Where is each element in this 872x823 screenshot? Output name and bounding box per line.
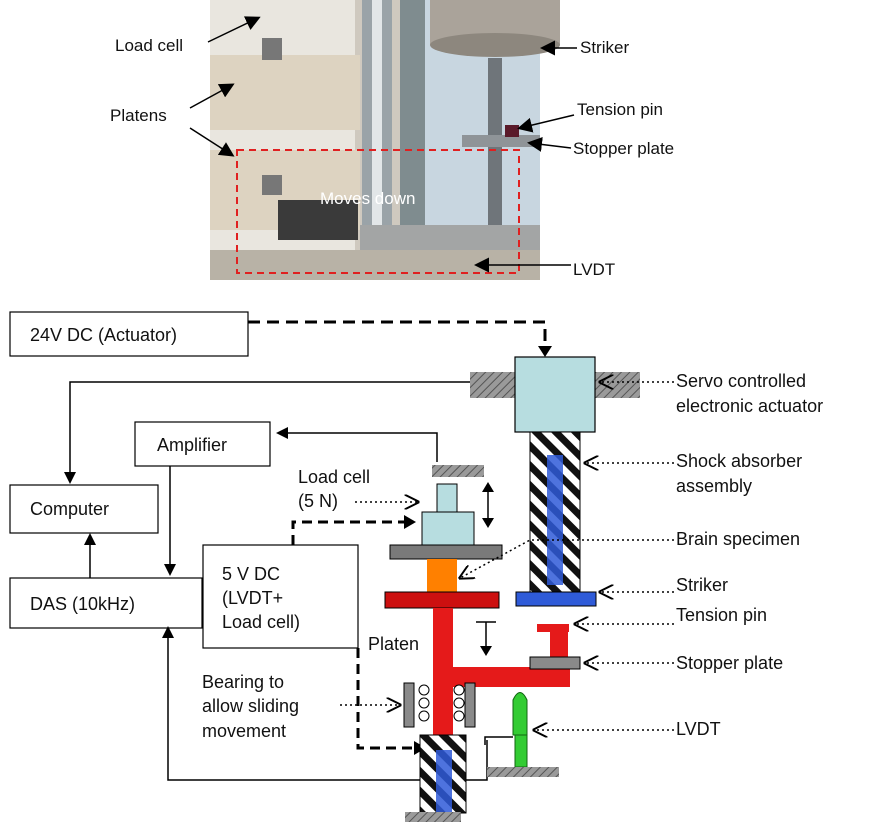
photo-arrow-stopper-plate [527, 137, 572, 152]
lvdt-to-das-link [167, 632, 488, 781]
striker [515, 591, 597, 607]
label-servo-line1: Servo controlled [676, 371, 806, 391]
platen-arm [453, 667, 570, 687]
computer-label: Computer [30, 499, 109, 519]
photo-arrow-platens-1 [189, 83, 235, 109]
tension-pin [537, 624, 569, 632]
label-bearing-line1: Bearing to [202, 672, 284, 692]
label-bearing-line3: movement [202, 721, 286, 741]
loadcell [421, 511, 475, 546]
stopper-plate [529, 656, 581, 670]
power-actuator-box [9, 311, 249, 357]
moves-down-dashed-box [236, 149, 520, 274]
das-label: DAS (10kHz) [30, 594, 135, 614]
power-actuator-link [248, 320, 547, 350]
power-sensors-line2: (LVDT+ [222, 588, 283, 608]
label-bearing-line2: allow sliding [202, 696, 299, 716]
lvdt-core [512, 692, 528, 736]
photo-label-striker: Striker [580, 38, 629, 57]
lvdt-base [487, 767, 559, 777]
label-loadcell-line2: (5 N) [298, 491, 338, 511]
photo-arrow-platens-2 [189, 127, 235, 157]
label-lvdt: LVDT [676, 719, 721, 739]
computer-box [9, 484, 159, 534]
loadcell-to-amplifier-link [282, 432, 438, 462]
platen-shaft [433, 608, 453, 743]
lvdt-body [514, 734, 528, 768]
brain-specimen [427, 559, 457, 592]
power-to-lvdt-link [356, 648, 420, 750]
photo-label-load-cell: Load cell [115, 36, 183, 55]
photo-label-stopper-plate: Stopper plate [573, 139, 674, 158]
power-sensors-line3: Load cell) [222, 612, 300, 632]
das-box [9, 577, 203, 629]
actuator-to-computer-link [69, 381, 515, 478]
power-sensors-box [202, 544, 359, 649]
label-tension-pin: Tension pin [676, 605, 767, 625]
label-shock-line2: assembly [676, 476, 752, 496]
label-stopper-plate: Stopper plate [676, 653, 783, 673]
servo-actuator [514, 356, 596, 433]
power-to-loadcell-link [291, 520, 410, 545]
photo-label-lvdt: LVDT [573, 260, 615, 279]
label-brain-specimen: Brain specimen [676, 529, 800, 549]
amplifier-box [134, 421, 271, 467]
power-actuator-label: 24V DC (Actuator) [30, 325, 177, 345]
amplifier-label: Amplifier [157, 435, 227, 455]
photo-arrow-load-cell [207, 16, 261, 43]
loadcell-stem [436, 483, 458, 513]
bearing-left [403, 682, 415, 728]
photo-label-tension-pin: Tension pin [577, 100, 663, 119]
label-loadcell-line1: Load cell [298, 467, 370, 487]
label-striker: Striker [676, 575, 728, 595]
upper-platen [389, 544, 503, 560]
bearing-right [464, 682, 476, 728]
label-platen: Platen [368, 634, 419, 654]
lower-platen [384, 591, 500, 609]
label-shock-line1: Shock absorber [676, 451, 802, 471]
photo-arrow-tension-pin [517, 114, 575, 133]
label-servo-line2: electronic actuator [676, 396, 823, 416]
loadcell-top-mount [432, 465, 484, 477]
photo-panel: Moves down [210, 0, 560, 280]
photo-label-moves-down: Moves down [320, 189, 415, 208]
power-sensors-line1: 5 V DC [222, 564, 280, 584]
photo-label-platens: Platens [110, 106, 167, 125]
